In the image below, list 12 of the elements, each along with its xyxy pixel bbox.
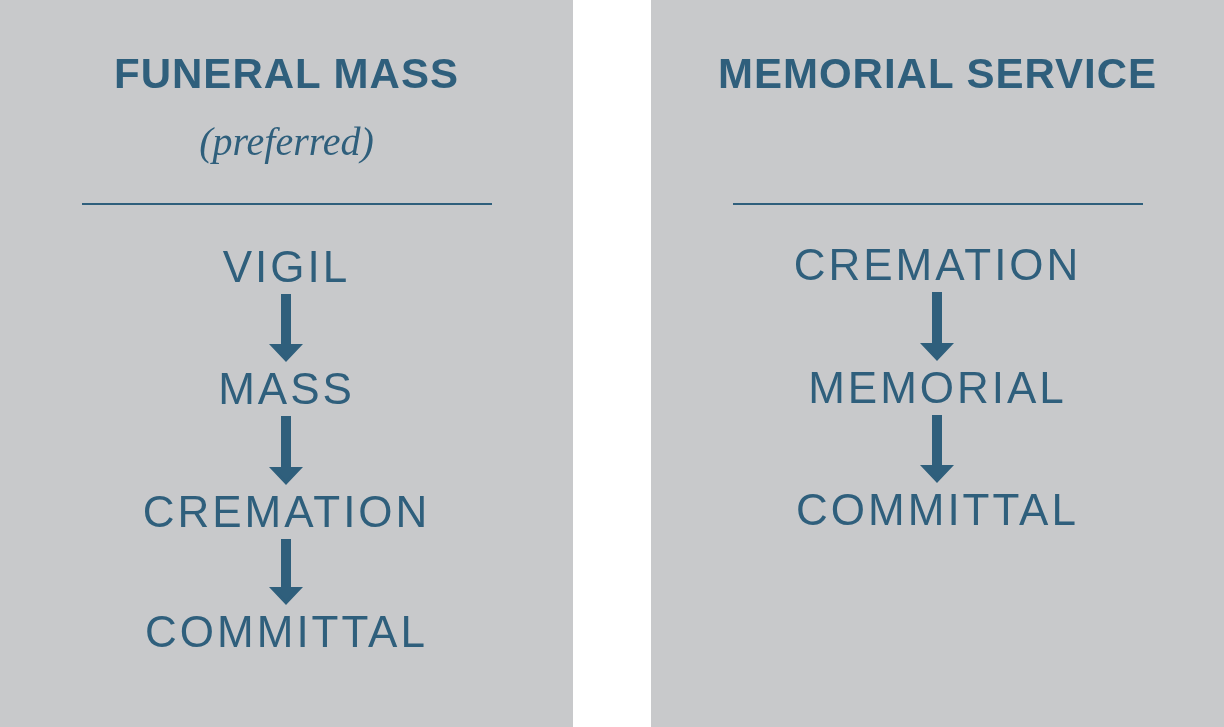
panel-background [0,0,573,727]
panel-title: MEMORIAL SERVICE [716,50,1159,98]
step-label: COMMITTAL [796,485,1079,535]
panel-subtitle: (preferred) [198,118,375,165]
step-label: CREMATION [142,487,431,537]
step-label: MEMORIAL [808,363,1067,413]
panel-background [651,0,1224,727]
step-label: MASS [218,364,355,414]
step-label: VIGIL [222,242,351,292]
step-label: COMMITTAL [145,607,428,657]
step-label: CREMATION [793,240,1082,290]
panel-title: FUNERAL MASS [113,50,460,98]
